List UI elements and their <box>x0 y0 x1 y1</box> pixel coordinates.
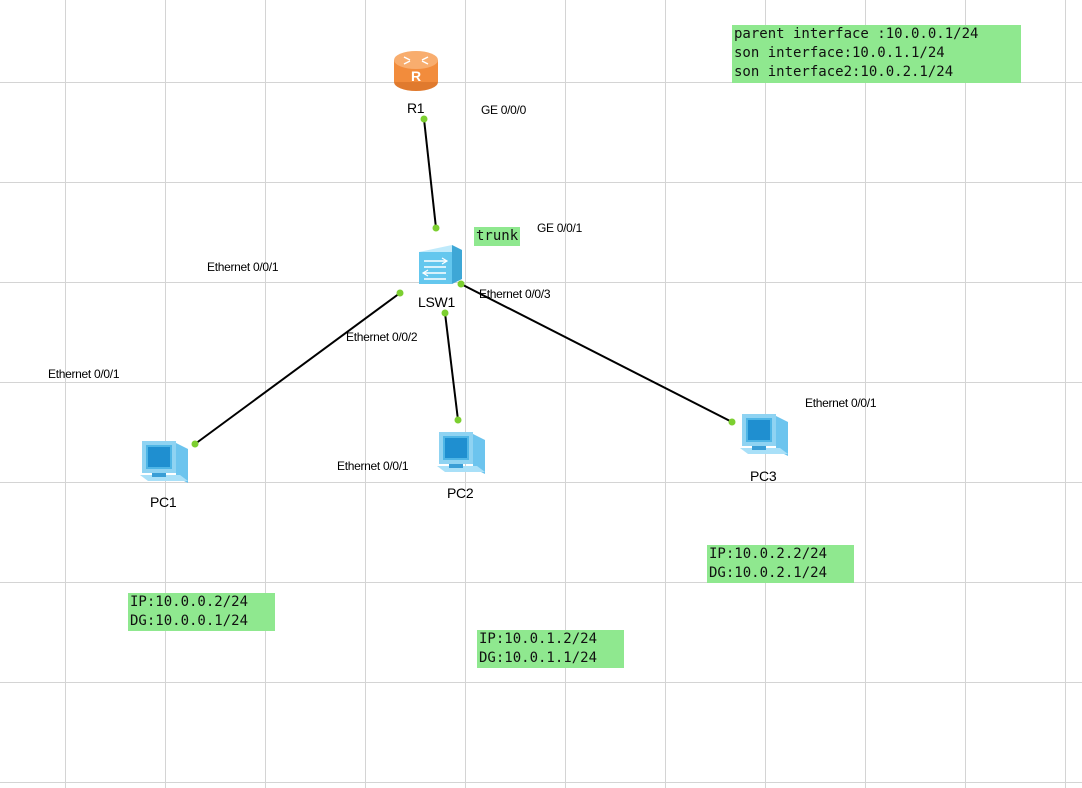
link-lsw1-pc3[interactable] <box>460 283 733 423</box>
pc2-ip-note[interactable]: IP:10.0.1.2/24 DG:10.0.1.1/24 <box>477 630 624 668</box>
router-interface-note[interactable]: parent interface :10.0.0.1/24 son interf… <box>732 25 1021 83</box>
port-dot-lsw1-e003[interactable] <box>457 280 465 288</box>
router-label: R1 <box>407 100 425 116</box>
link-r1-lsw1[interactable] <box>423 118 437 229</box>
port-dot-lsw1-e001[interactable] <box>396 289 404 297</box>
note-line: DG:10.0.0.1/24 <box>130 613 249 629</box>
port-label-lsw1-e001: Ethernet 0/0/1 <box>207 260 279 274</box>
port-label-lsw1-e003: Ethernet 0/0/3 <box>479 287 551 301</box>
port-label-r1-ge000: GE 0/0/0 <box>481 103 526 117</box>
pc3-icon[interactable] <box>740 414 788 456</box>
port-dot-lsw1-e002[interactable] <box>441 309 449 317</box>
pc2-icon[interactable] <box>437 432 485 474</box>
port-label-pc2-e001: Ethernet 0/0/1 <box>337 459 409 473</box>
link-lsw1-pc2[interactable] <box>444 312 459 421</box>
pc2-label: PC2 <box>447 485 474 501</box>
note-line: parent interface :10.0.0.1/24 <box>734 26 979 42</box>
port-label-lsw1-ge001: GE 0/0/1 <box>537 221 582 235</box>
port-dot-lsw1-ge001[interactable] <box>432 224 440 232</box>
port-dot-pc3[interactable] <box>728 418 736 426</box>
port-label-pc3-e001: Ethernet 0/0/1 <box>805 396 877 410</box>
note-line: trunk <box>476 228 519 244</box>
pc3-label: PC3 <box>750 468 777 484</box>
svg-text:R: R <box>411 68 421 84</box>
note-line: son interface:10.0.1.1/24 <box>734 45 945 61</box>
switch-icon[interactable] <box>419 245 462 284</box>
trunk-note[interactable]: trunk <box>474 227 521 246</box>
note-line: son interface2:10.0.2.1/24 <box>734 64 954 80</box>
port-label-lsw1-e002: Ethernet 0/0/2 <box>346 330 418 344</box>
note-line: IP:10.0.0.2/24 <box>130 594 249 610</box>
pc1-icon[interactable] <box>140 441 188 483</box>
pc1-label: PC1 <box>150 494 177 510</box>
link-lsw1-pc1[interactable] <box>194 292 401 445</box>
pc3-ip-note[interactable]: IP:10.0.2.2/24 DG:10.0.2.1/24 <box>707 545 854 583</box>
router-icon[interactable]: R <box>394 51 438 91</box>
note-line: DG:10.0.1.1/24 <box>479 650 598 666</box>
port-dot-pc1[interactable] <box>191 440 199 448</box>
note-line: IP:10.0.2.2/24 <box>709 546 828 562</box>
port-dot-pc2[interactable] <box>454 416 462 424</box>
port-label-pc1-e001: Ethernet 0/0/1 <box>48 367 120 381</box>
note-line: IP:10.0.1.2/24 <box>479 631 598 647</box>
port-dot-r1-ge000[interactable] <box>420 115 428 123</box>
pc1-ip-note[interactable]: IP:10.0.0.2/24 DG:10.0.0.1/24 <box>128 593 275 631</box>
switch-label: LSW1 <box>418 294 455 310</box>
note-line: DG:10.0.2.1/24 <box>709 565 828 581</box>
